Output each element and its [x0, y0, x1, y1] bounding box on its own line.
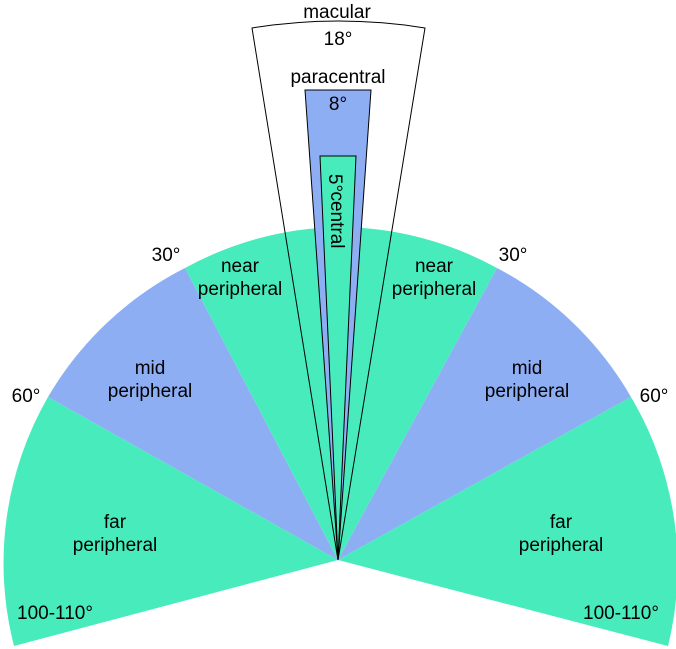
near-peripheral-right-sector [338, 227, 497, 560]
angle-far-right: 100-110° [583, 603, 659, 624]
paracentral-angle: 8° [329, 94, 347, 115]
far-peripheral-left-line2: peripheral [73, 535, 158, 556]
central-angle: 5° [324, 174, 345, 192]
angle-30-right: 30° [499, 245, 528, 266]
far-peripheral-right-sector [338, 397, 676, 646]
mid-peripheral-left-sector [48, 268, 338, 560]
far-peripheral-right-line2: peripheral [519, 535, 604, 556]
central-label: central [326, 191, 347, 248]
macular-label: macular [303, 2, 371, 23]
near-peripheral-left-line1: near [221, 256, 260, 277]
angle-30-left: 30° [152, 245, 181, 266]
mid-peripheral-left-line1: mid [135, 358, 166, 379]
paracentral-label: paracentral [290, 67, 385, 88]
central-wedge [319, 155, 357, 561]
mid-peripheral-left-line2: peripheral [108, 381, 193, 402]
far-peripheral-left-sector [3, 397, 338, 646]
near-peripheral-left-sector [185, 227, 338, 560]
far-peripheral-left-line1: far [104, 512, 127, 533]
near-peripheral-right-line1: near [415, 256, 454, 277]
macular-angle: 18° [324, 29, 353, 50]
near-peripheral-left-line2: peripheral [198, 279, 283, 300]
angle-60-left: 60° [12, 386, 41, 407]
macular-wedge [251, 20, 426, 561]
mid-peripheral-right-sector [338, 268, 631, 560]
mid-peripheral-right-line1: mid [512, 358, 543, 379]
angle-60-right: 60° [640, 386, 669, 407]
near-peripheral-right-line2: peripheral [392, 279, 477, 300]
mid-peripheral-right-line2: peripheral [485, 381, 570, 402]
angle-far-left: 100-110° [17, 603, 93, 624]
far-peripheral-right-line1: far [550, 512, 573, 533]
